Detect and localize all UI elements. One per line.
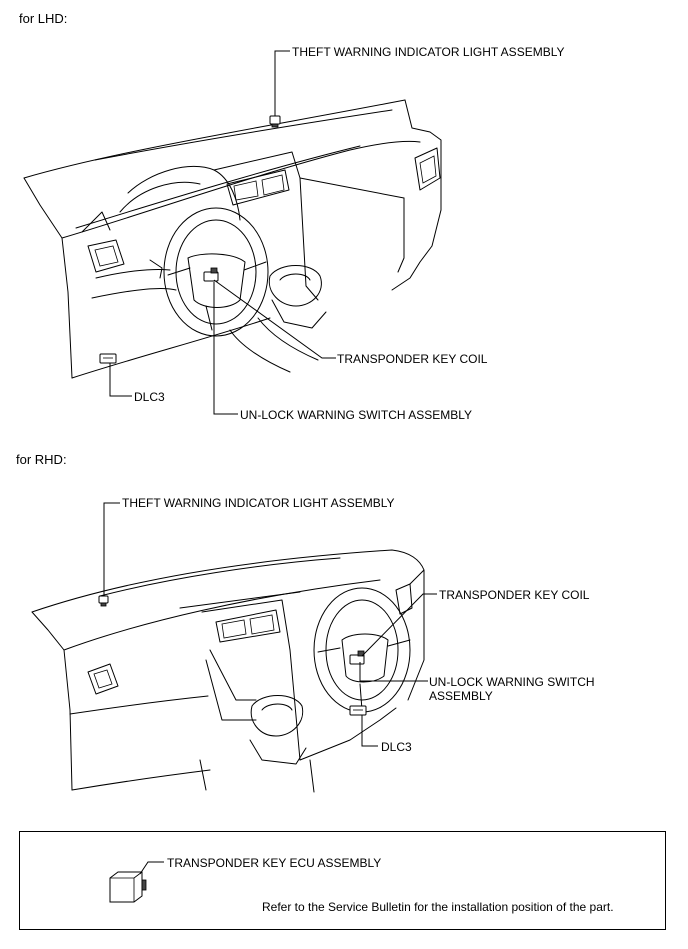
lhd-theft-warning-label: THEFT WARNING INDICATOR LIGHT ASSEMBLY (292, 45, 565, 59)
rhd-dashboard-drawing (31, 502, 437, 793)
lhd-unlock-switch-label: UN-LOCK WARNING SWITCH ASSEMBLY (240, 408, 473, 422)
lhd-transponder-coil-icon (203, 267, 219, 282)
transponder-ecu-panel (19, 831, 666, 930)
service-bulletin-note: Refer to the Service Bulletin for the in… (262, 900, 614, 914)
transponder-key-ecu-icon (109, 871, 147, 903)
lhd-dlc3-icon (99, 353, 117, 364)
rhd-theft-warning-label: THEFT WARNING INDICATOR LIGHT ASSEMBLY (122, 496, 395, 510)
lhd-dashboard-drawing (23, 50, 442, 415)
rhd-theft-indicator-icon (98, 595, 109, 607)
lhd-section-title: for LHD: (19, 11, 68, 26)
ecu-assembly-label: TRANSPONDER KEY ECU ASSEMBLY (167, 856, 382, 870)
rhd-section-title: for RHD: (16, 452, 67, 467)
rhd-dlc3-icon (349, 705, 367, 716)
rhd-transponder-coil-icon (349, 650, 365, 665)
lhd-theft-indicator-icon (269, 115, 281, 128)
lhd-transponder-coil-label: TRANSPONDER KEY COIL (337, 352, 488, 366)
rhd-unlock-switch-label: UN-LOCK WARNING SWITCH ASSEMBLY (429, 675, 595, 703)
rhd-transponder-coil-label: TRANSPONDER KEY COIL (439, 588, 590, 602)
rhd-dlc3-label: DLC3 (381, 740, 412, 754)
lhd-dlc3-label: DLC3 (134, 390, 165, 404)
